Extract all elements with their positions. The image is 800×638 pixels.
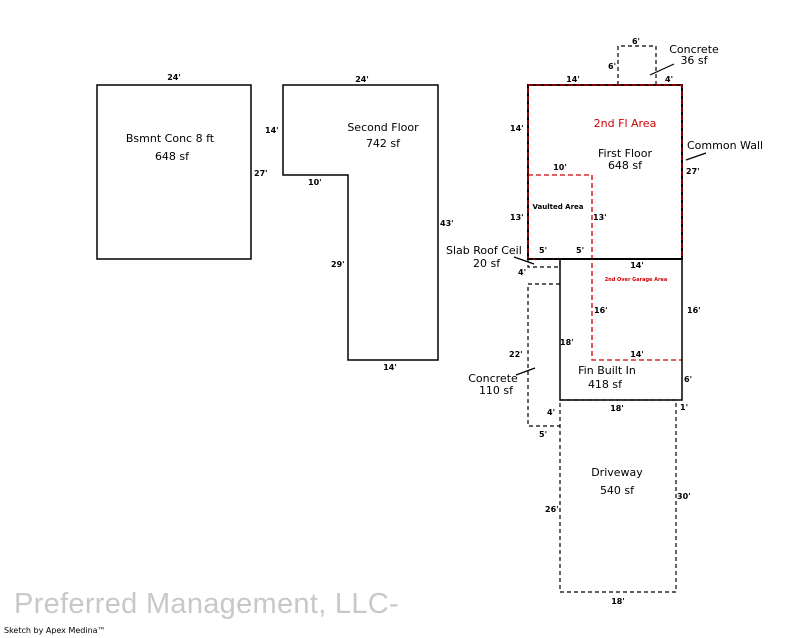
common-wall-label: Common Wall xyxy=(687,139,763,152)
slab-roof-name: Slab Roof Ceil xyxy=(446,244,522,257)
dim-slab-4: 4' xyxy=(518,268,526,277)
fin-built-in-outline xyxy=(559,258,683,401)
dim-garage-right-6: 6' xyxy=(684,375,692,384)
first-floor-size: 648 sf xyxy=(608,159,643,172)
dim-vault-right: 13' xyxy=(593,213,607,222)
dim-garage-1: 1' xyxy=(680,403,688,412)
slab-roof-size: 20 sf xyxy=(473,257,501,270)
fin-built-in-size: 418 sf xyxy=(588,378,623,391)
dim-garage-bottom: 18' xyxy=(610,404,624,413)
dim-sf-top: 24' xyxy=(355,75,369,84)
second-floor-size: 742 sf xyxy=(366,137,401,150)
first-floor-outline xyxy=(527,84,683,260)
dim-conc-side-22: 22' xyxy=(509,350,523,359)
concrete-side-outline xyxy=(527,283,560,427)
concrete-top-outline xyxy=(617,45,657,85)
concrete-side-size: 110 sf xyxy=(479,384,514,397)
dim-ff-right: 27' xyxy=(686,167,700,176)
concrete-top-leader xyxy=(649,63,675,76)
basement-outline xyxy=(96,84,252,260)
driveway-outline xyxy=(559,399,677,593)
watermark: Preferred Management, LLC- xyxy=(14,588,399,620)
dim-garage-left: 18' xyxy=(560,338,574,347)
dim-sf-step: 10' xyxy=(308,178,322,187)
second-floor-outline xyxy=(282,84,439,361)
dim-conc-side-5: 5' xyxy=(539,430,547,439)
dim-drive-right: 30' xyxy=(677,492,691,501)
driveway-size: 540 sf xyxy=(600,484,635,497)
fin-built-in-name: Fin Built In xyxy=(578,364,636,377)
dim-vault-top: 10' xyxy=(553,163,567,172)
dim-vault-left: 13' xyxy=(510,213,524,222)
concrete-top-size: 36 sf xyxy=(680,54,708,67)
dim-garage-right: 16' xyxy=(687,306,701,315)
dim-ff-left: 14' xyxy=(510,124,524,133)
common-wall-leader xyxy=(685,152,707,161)
dim-conc-top: 6' xyxy=(632,37,640,46)
over-garage-label: 2nd Over Garage Area xyxy=(605,277,668,283)
basement-size: 648 sf xyxy=(155,150,190,163)
slab-roof-leader xyxy=(513,256,535,265)
dim-conc-side-4: 4' xyxy=(547,408,555,417)
dim-drive-left: 26' xyxy=(545,505,559,514)
concrete-top-name: Concrete xyxy=(669,43,719,56)
second-floor-name: Second Floor xyxy=(347,121,419,134)
sketch-credit: Sketch by Apex Medina™ xyxy=(4,626,106,635)
dim-vault-bl: 5' xyxy=(539,246,547,255)
dim-sf-left: 14' xyxy=(265,126,279,135)
basement-name: Bsmnt Conc 8 ft xyxy=(126,132,215,145)
dim-sf-inner: 29' xyxy=(331,260,345,269)
dim-basement-right: 27' xyxy=(254,169,268,178)
second-fl-area-name: 2nd Fl Area xyxy=(594,117,657,130)
dim-ff-bottom: 14' xyxy=(630,261,644,270)
dim-drive-bottom: 18' xyxy=(611,597,625,606)
concrete-side-leader xyxy=(515,367,536,376)
concrete-side-name: Concrete xyxy=(468,372,518,385)
second-fl-area-outline xyxy=(527,84,683,260)
dim-conc-left: 6' xyxy=(608,62,616,71)
dim-red-bottom: 14' xyxy=(630,350,644,359)
dim-vault-br: 5' xyxy=(576,246,584,255)
vaulted-area-label: Vaulted Area xyxy=(532,203,583,211)
first-floor-name: First Floor xyxy=(598,147,652,160)
vaulted-area-outline xyxy=(528,174,682,361)
dim-sf-bottom: 14' xyxy=(383,363,397,372)
dim-basement-top: 24' xyxy=(167,73,181,82)
dim-sf-right: 43' xyxy=(440,219,454,228)
dim-red-side: 16' xyxy=(594,306,608,315)
dim-ff-top: 14' xyxy=(566,75,580,84)
dim-ff-top-right: 4' xyxy=(665,75,673,84)
driveway-name: Driveway xyxy=(591,466,643,479)
